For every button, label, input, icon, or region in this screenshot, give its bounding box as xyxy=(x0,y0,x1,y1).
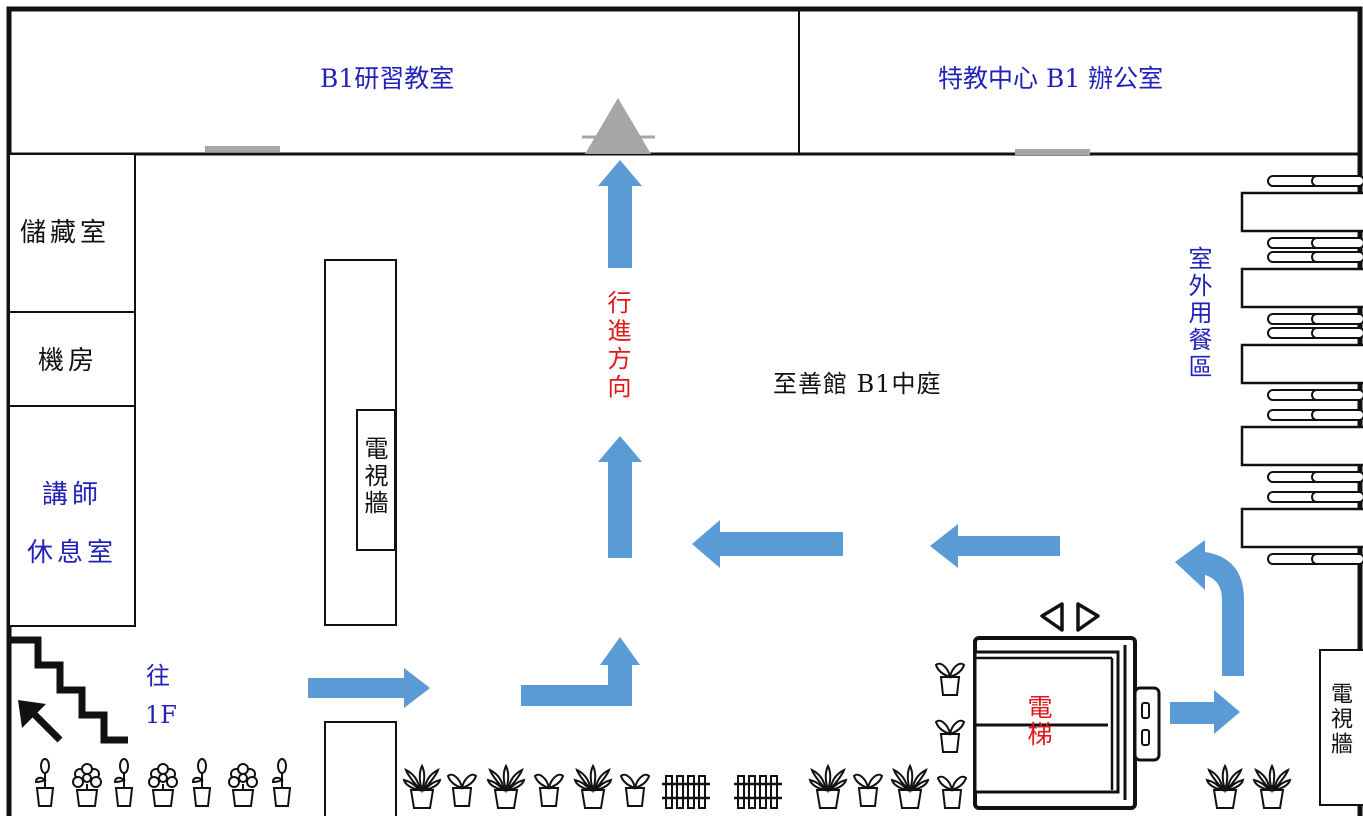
plant-icon xyxy=(447,773,477,807)
entrance-marker-icon xyxy=(585,98,651,154)
flower-icon xyxy=(228,763,258,807)
direction-label: 行進方向 xyxy=(603,290,631,402)
arrow-up-lower xyxy=(598,436,642,558)
plant-icon xyxy=(853,773,883,807)
dining-table xyxy=(1240,408,1363,484)
plant-icon xyxy=(935,662,965,696)
plant-icon xyxy=(935,719,965,753)
dining-tables xyxy=(1240,174,1363,566)
lounge-room xyxy=(8,405,136,627)
classroom-door xyxy=(205,146,280,152)
dining-table xyxy=(1240,490,1363,566)
flower-icon xyxy=(35,758,54,807)
plant-icon xyxy=(1253,765,1291,809)
plant-icon xyxy=(1206,765,1244,809)
arrow-left-2 xyxy=(930,524,1060,568)
fence-icon xyxy=(660,774,712,810)
flower-icon xyxy=(192,758,211,807)
dining-table xyxy=(1240,326,1363,402)
stairs-arrow-head xyxy=(18,700,46,728)
plant-icon xyxy=(620,773,650,807)
flower-icon xyxy=(72,763,102,807)
flower-icon xyxy=(272,758,291,807)
outdoor-dining-label: 室外用餐區 xyxy=(1184,246,1212,381)
arrow-curve-up xyxy=(1175,540,1244,676)
stairs-label-line1: 往 xyxy=(146,662,170,690)
arrow-turn-up xyxy=(521,637,640,706)
arrow-right-1 xyxy=(308,668,430,708)
flower-icon xyxy=(148,763,178,807)
plant-icon xyxy=(534,773,564,807)
dining-table xyxy=(1240,250,1363,326)
elevator-label: 電梯 xyxy=(1024,694,1053,748)
storage-room xyxy=(8,153,136,313)
courtyard-label: 至善館 B1中庭 xyxy=(773,370,942,398)
tv-wall-right-label: 電視牆 xyxy=(1327,682,1352,757)
plant-icon xyxy=(809,765,847,809)
tv-wall-center-label: 電視牆 xyxy=(360,436,388,517)
storage-room-label: 儲藏室 xyxy=(20,218,111,248)
office-door xyxy=(1015,149,1090,155)
route-arrows xyxy=(308,160,1244,734)
arrow-right-elevator xyxy=(1170,690,1240,734)
stairs-label-line2: 1F xyxy=(145,701,177,729)
fence-icon xyxy=(732,774,784,810)
dining-table xyxy=(1240,174,1363,250)
arrow-up-upper xyxy=(598,160,642,268)
stairs-icon xyxy=(9,636,128,744)
tv-wall-right-panel xyxy=(1319,649,1363,806)
lounge-label-line1: 講師 xyxy=(42,480,103,510)
plant-icon xyxy=(574,765,612,809)
flower-icon xyxy=(114,758,133,807)
lounge-label-line2: 休息室 xyxy=(27,538,118,568)
plant-icon xyxy=(487,765,525,809)
plant-icon xyxy=(403,765,441,809)
plant-icon xyxy=(937,775,967,809)
tv-wall-panel xyxy=(356,409,396,551)
plant-icon xyxy=(891,765,929,809)
arrow-left-1 xyxy=(692,520,843,568)
machine-room-label: 機房 xyxy=(38,346,99,376)
lower-pillar xyxy=(324,721,397,816)
office-label: 特教中心 B1 辦公室 xyxy=(938,64,1164,93)
elevator-icon xyxy=(973,602,1161,810)
classroom-label: B1研習教室 xyxy=(320,64,455,93)
